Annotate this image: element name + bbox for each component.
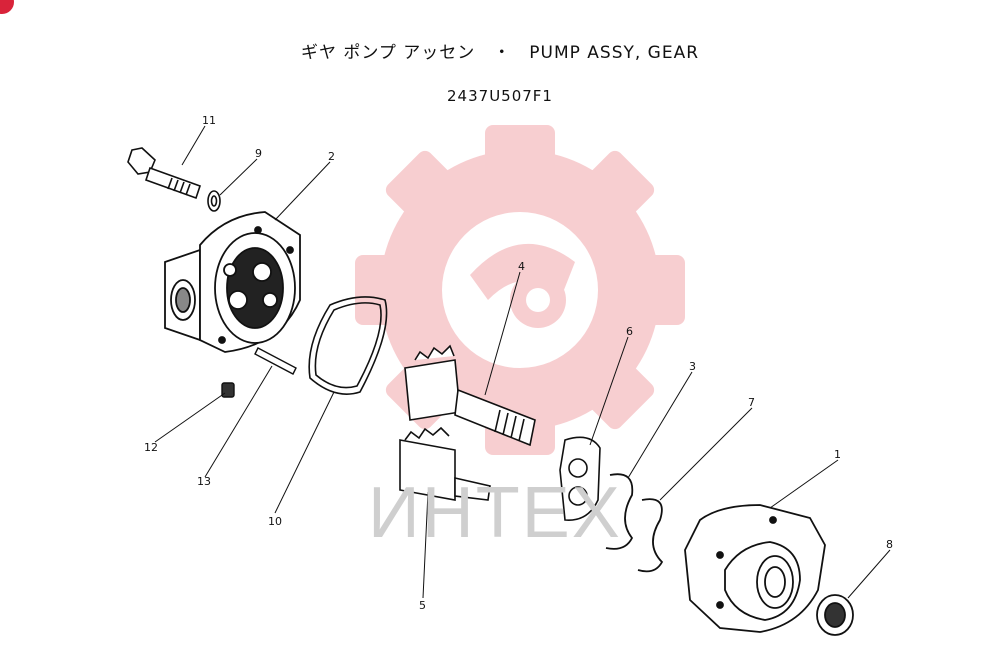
callout-5: 5: [419, 599, 426, 612]
callout-12: 12: [144, 441, 158, 454]
callout-3: 3: [689, 360, 696, 373]
part-7-snap-ring: [637, 498, 664, 573]
part-11-bolt: [127, 147, 202, 200]
part-8-oil-seal: [816, 594, 854, 636]
callout-11: 11: [202, 114, 216, 127]
callout-10: 10: [268, 515, 282, 528]
part-number: 2437U507F1: [447, 87, 553, 105]
callout-7: 7: [748, 396, 755, 409]
title-japanese: ギヤ ポンプ アッセン: [300, 43, 476, 63]
callout-2: 2: [328, 150, 335, 163]
part-4-drive-gear-shaft: [404, 344, 536, 447]
part-2-cover-housing: [164, 211, 301, 353]
watermark-gear-icon: [355, 125, 685, 455]
title-separator: ・: [493, 43, 512, 63]
part-9-washer: [207, 190, 221, 212]
leader-lines: [154, 125, 891, 599]
callout-4: 4: [518, 260, 525, 273]
part-1-body-housing: [684, 504, 826, 633]
part-5-driven-gear-shaft: [399, 426, 491, 501]
title-english: PUMP ASSY, GEAR: [529, 43, 700, 63]
callout-1: 1: [834, 448, 841, 461]
callout-6: 6: [626, 325, 633, 338]
callout-13: 13: [197, 475, 211, 488]
part-13-pin: [254, 347, 297, 375]
part-12-plug: [221, 382, 235, 398]
callout-9: 9: [255, 147, 262, 160]
callout-8: 8: [886, 538, 893, 551]
part-6-plate: [559, 436, 601, 521]
page-title: ギヤ ポンプ アッセン・ PUMP ASSY, GEAR: [0, 38, 1000, 63]
part-10-o-ring: [308, 296, 388, 395]
watermark-brand-text: ИНТЕХ: [368, 473, 622, 553]
